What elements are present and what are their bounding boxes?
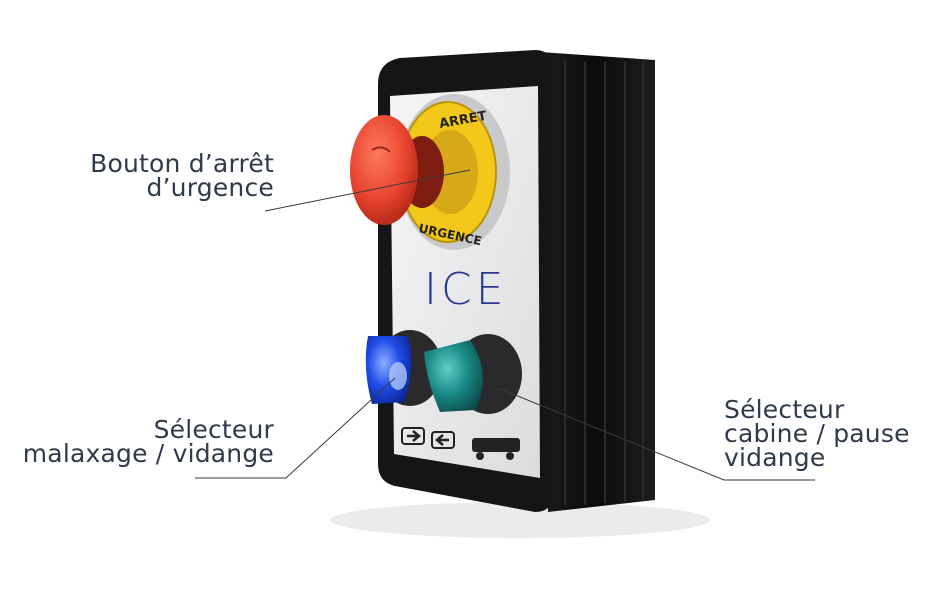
mix-label-line1: Sélecteur <box>153 415 274 444</box>
cabin-selector-knob <box>424 334 522 414</box>
cabin-label-line2: cabine / pause <box>724 419 910 448</box>
leader-cabin <box>497 387 815 481</box>
leader-emergency <box>264 169 471 212</box>
mix-label-line2: malaxage / vidange <box>22 439 274 468</box>
mixer-truck-icon <box>472 438 520 460</box>
cabin-label-line1: Sélecteur <box>724 395 845 424</box>
emergency-stop-label: Bouton d’arrêt d’urgence <box>70 149 274 202</box>
mix-selector-label: Sélecteur malaxage / vidange <box>0 415 274 468</box>
emergency-button-cap <box>350 115 418 225</box>
cabin-selector-label: Sélecteur cabine / pause vidange <box>724 395 944 472</box>
arrow-right-icon <box>401 427 425 445</box>
arrow-left-icon <box>431 431 455 449</box>
emergency-label-line2: d’urgence <box>146 173 274 202</box>
emergency-stop-assembly: ARRET URGENCE <box>350 94 510 250</box>
emergency-label-line1: Bouton d’arrêt <box>90 149 274 178</box>
leader-mix <box>195 377 396 479</box>
mix-selector-knob <box>365 330 442 406</box>
box-shadow <box>330 502 710 538</box>
box-side <box>540 52 655 512</box>
ice-logo: ICE <box>424 264 508 315</box>
cabin-label-line3: vidange <box>724 443 826 472</box>
